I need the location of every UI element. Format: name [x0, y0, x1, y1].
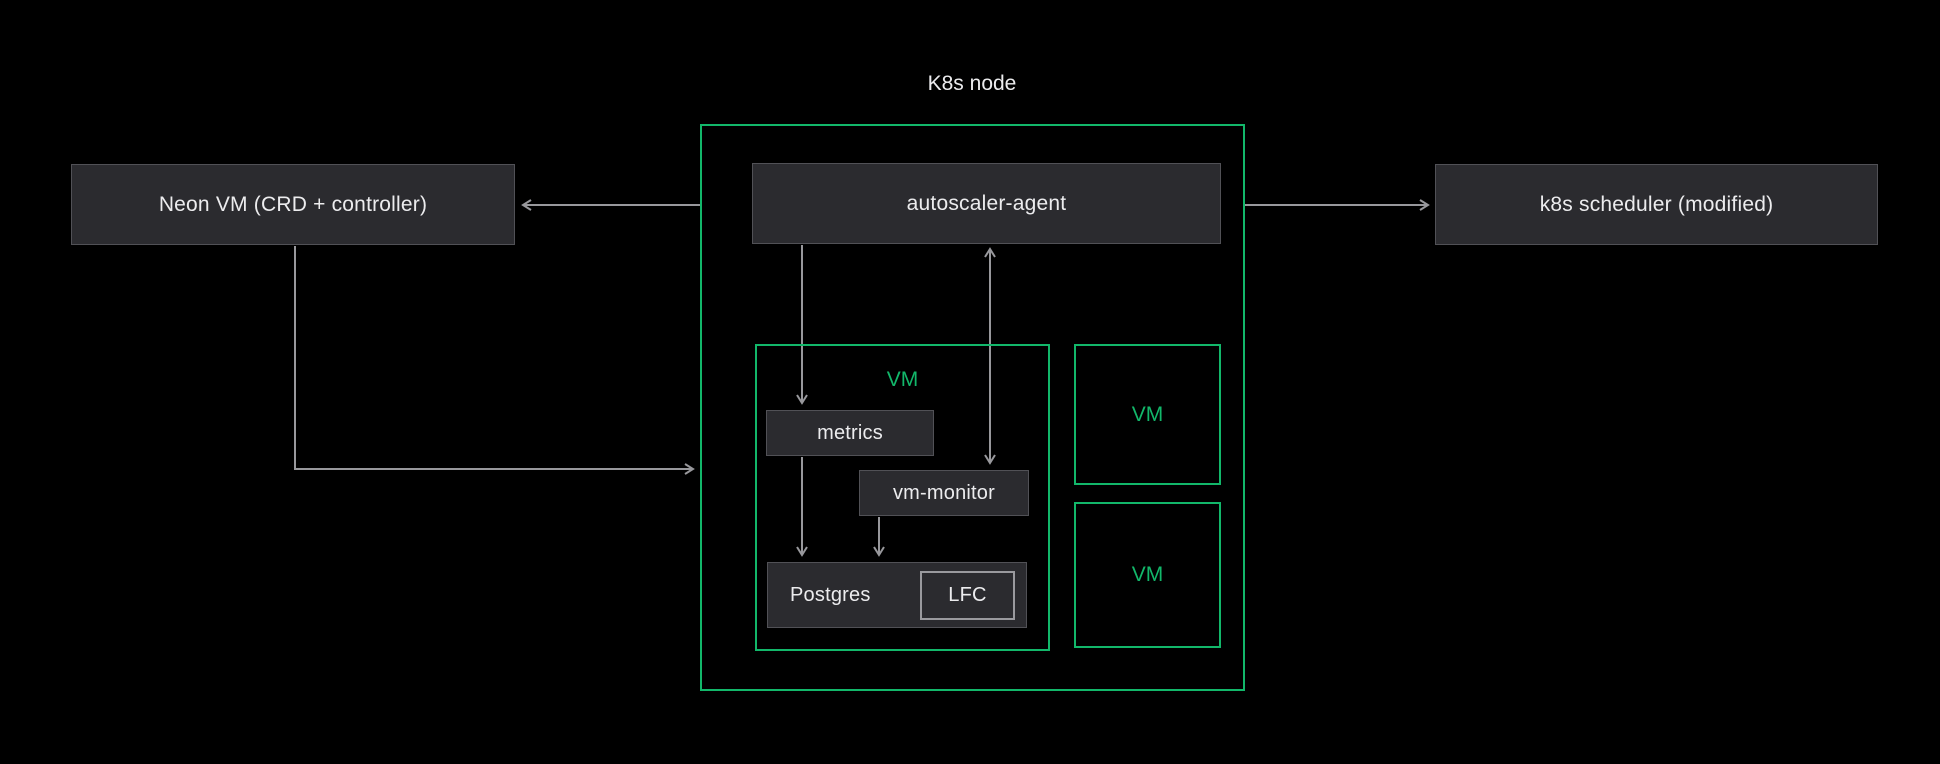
node-k8s-scheduler-label: k8s scheduler (modified): [1539, 192, 1774, 216]
node-postgres-label: Postgres: [790, 583, 871, 606]
arrow-neon-vm-to-node: [294, 246, 695, 475]
node-vm-bottom: VM: [1074, 502, 1221, 648]
node-metrics-label: metrics: [817, 421, 883, 444]
node-lfc-label: LFC: [948, 583, 987, 606]
node-k8s-scheduler: k8s scheduler (modified): [1435, 164, 1878, 245]
node-vm-bottom-label: VM: [1131, 563, 1164, 586]
node-vm-top-label: VM: [1131, 402, 1164, 426]
k8s-node-container: [700, 124, 1245, 691]
vm-container-label: VM: [886, 368, 919, 391]
node-vm-monitor-label: vm-monitor: [892, 481, 995, 504]
node-metrics: metrics: [766, 410, 934, 456]
node-postgres: Postgres LFC: [767, 562, 1027, 628]
node-vm-top: VM: [1074, 344, 1221, 485]
node-neon-vm: Neon VM (CRD + controller): [71, 164, 515, 245]
node-neon-vm-label: Neon VM (CRD + controller): [158, 192, 428, 216]
vm-container: VM: [755, 344, 1050, 651]
node-vm-monitor: vm-monitor: [859, 470, 1029, 516]
node-autoscaler-agent-label: autoscaler-agent: [906, 191, 1067, 215]
k8s-node-title: K8s node: [927, 72, 1017, 95]
node-lfc: LFC: [920, 570, 1015, 620]
node-autoscaler-agent: autoscaler-agent: [752, 163, 1221, 244]
